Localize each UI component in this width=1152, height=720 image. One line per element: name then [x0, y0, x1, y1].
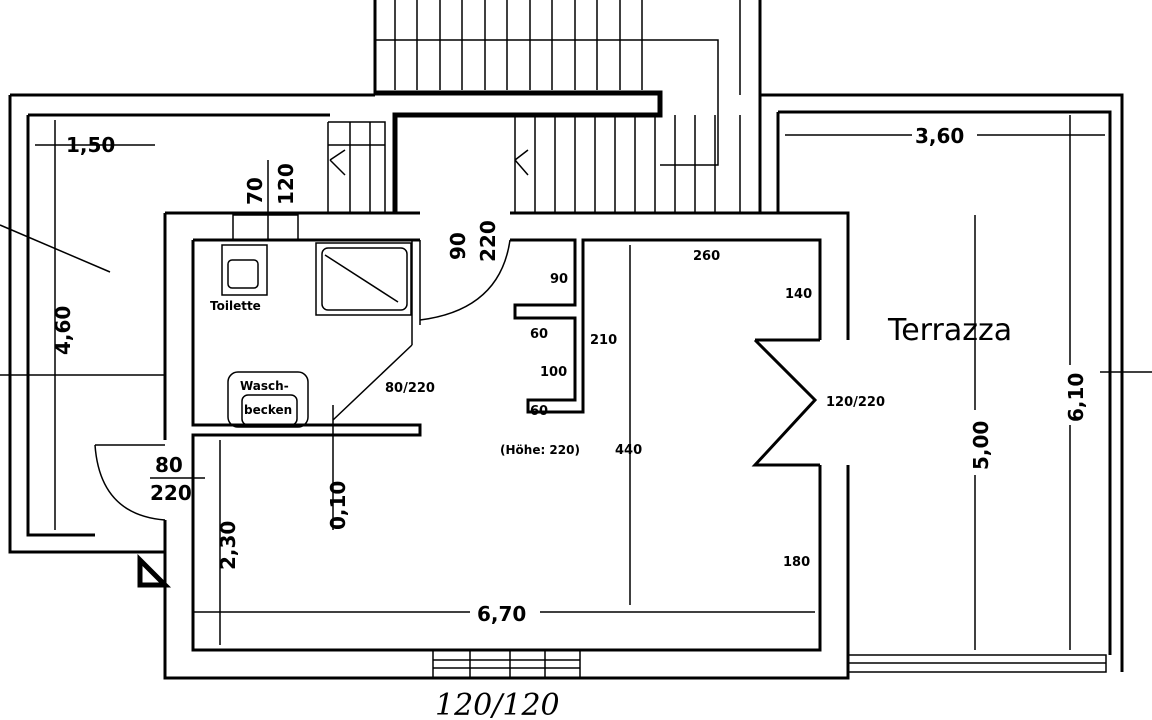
dim-6-10: 6,10: [1064, 373, 1088, 422]
dim-6-70: 6,70: [477, 602, 526, 626]
shelf-90: 90: [550, 272, 568, 287]
dim-2-30: 2,30: [216, 521, 240, 570]
dim-4-60: 4,60: [51, 306, 75, 355]
door-120-220: 120/220: [826, 395, 885, 410]
main-walls: [94, 211, 850, 680]
dim-5-00: 5,00: [969, 421, 993, 470]
dim-180: 180: [783, 555, 810, 570]
left-room-walls: [0, 93, 375, 588]
dim-220: 220: [476, 220, 500, 262]
dim-120: 120: [274, 163, 298, 205]
entry-door-height: 220: [150, 481, 192, 505]
dim-3-60: 3,60: [915, 124, 964, 148]
dim-440: 440: [615, 443, 642, 458]
dim-90: 90: [446, 232, 470, 260]
dim-70: 70: [243, 177, 267, 205]
staircase: [327, 0, 778, 213]
shelf-60a: 60: [530, 327, 548, 342]
dim-140: 140: [785, 287, 812, 302]
terrace-walls: [758, 93, 1152, 673]
handwritten-window-size: 120/120: [435, 688, 560, 720]
dim-0-10: 0,10: [326, 481, 350, 530]
sink-label-2: becken: [244, 403, 292, 417]
dim-1-50: 1,50: [66, 133, 115, 157]
terrace-label: Terrazza: [887, 313, 1012, 348]
entry-door-width: 80: [155, 453, 183, 477]
door-80-220: 80/220: [385, 381, 435, 396]
sink-label: Wasch-: [240, 379, 289, 393]
height-note: (Höhe: 220): [500, 443, 580, 457]
dim-210: 210: [590, 333, 617, 348]
dim-260: 260: [693, 249, 720, 264]
toilet-label: Toilette: [210, 299, 261, 313]
shelf-100: 100: [540, 365, 567, 380]
shelf-60b: 60: [530, 404, 548, 419]
